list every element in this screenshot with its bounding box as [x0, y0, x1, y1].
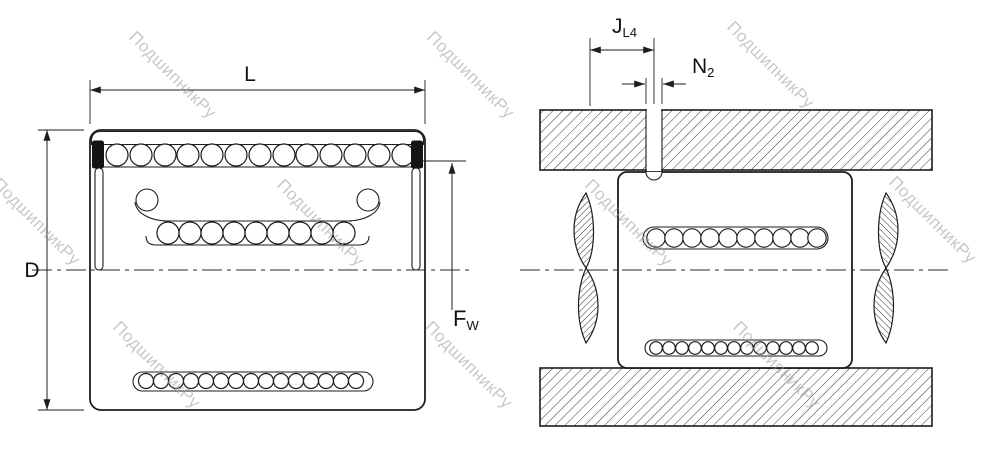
left-seal-block — [92, 140, 104, 169]
dim-label-Fw: FW — [453, 306, 479, 333]
housing-bottom — [539, 367, 933, 427]
dimension-D: D — [24, 129, 84, 411]
left-wiper-seal — [573, 191, 599, 345]
dim-label-L: L — [244, 63, 256, 86]
track-bottom-line — [145, 235, 370, 246]
track-ball-row — [156, 221, 356, 245]
ball-recirculation-track — [134, 188, 381, 246]
lubrication-slot — [645, 108, 663, 172]
top-ball-row — [105, 143, 415, 167]
outer-sleeve-crosshatch — [90, 130, 425, 146]
right-view-mounted-section: JL4 N2 — [520, 15, 950, 427]
dimension-N2: N2 — [622, 55, 714, 104]
watermark-text: ПодшипникРу — [885, 172, 980, 267]
left-track-curl — [135, 188, 159, 212]
dimension-Fw: FW — [421, 160, 479, 333]
slot-bottom-notch — [645, 171, 663, 181]
watermark-text: ПодшипникРу — [0, 174, 84, 269]
watermark-text: ПодшипникРу — [723, 17, 818, 112]
dim-label-JL4: JL4 — [612, 15, 637, 40]
right-sleeve-wall — [411, 167, 421, 271]
housing-top — [539, 109, 933, 171]
bottom-ball-channel — [132, 371, 374, 392]
dimension-L: L — [89, 63, 426, 124]
watermark-text: ПодшипникРу — [125, 27, 220, 122]
right-wiper-seal — [873, 191, 899, 345]
dim-label-D: D — [24, 259, 39, 282]
right-track-curl — [356, 188, 380, 212]
mounted-top-ball-row — [642, 226, 829, 250]
mounted-bottom-ball-channel — [644, 339, 828, 357]
left-view-bearing-section: L D FW — [24, 63, 479, 411]
right-seal-block — [411, 140, 423, 169]
dimension-JL4: JL4 — [589, 15, 655, 106]
left-sleeve-wall — [94, 167, 104, 271]
dim-label-N2: N2 — [692, 55, 714, 80]
watermark-text: ПодшипникРу — [423, 27, 518, 122]
